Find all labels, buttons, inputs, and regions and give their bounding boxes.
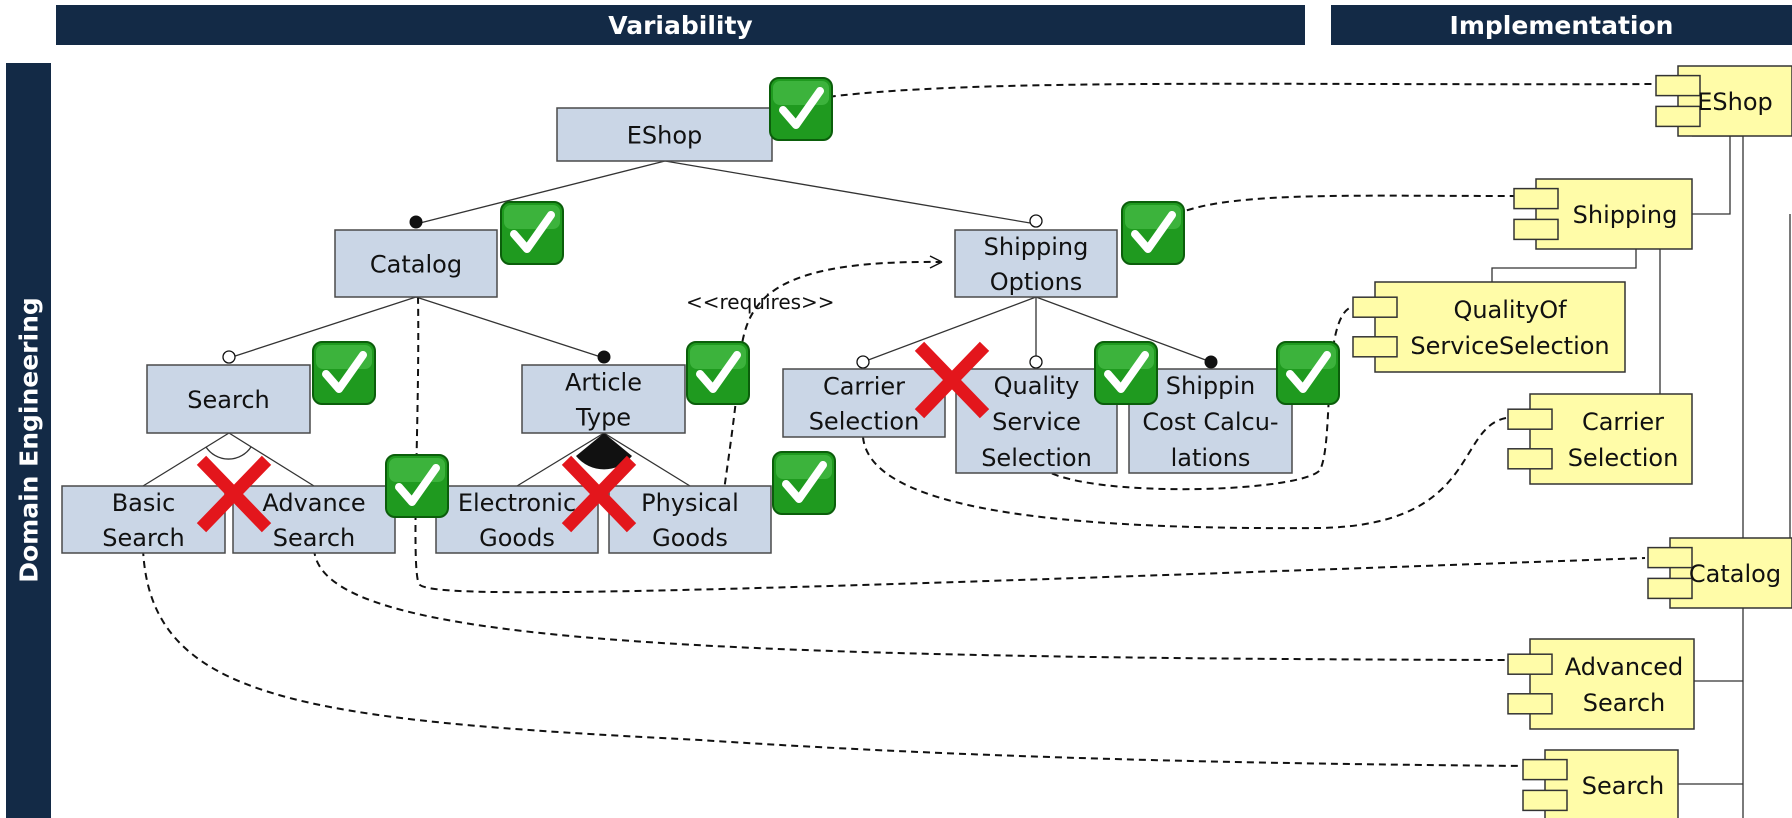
selected-check-icon <box>312 341 376 405</box>
feature-label: Catalog <box>370 251 462 279</box>
feature-label: Article <box>565 369 642 397</box>
feature-label: EShop <box>627 122 703 150</box>
feature-label: Shippin <box>1166 372 1255 400</box>
component-tab-icon <box>1513 218 1559 241</box>
feature-box <box>954 229 1118 298</box>
deselected-cross-icon <box>196 455 272 533</box>
feature-label: Options <box>990 268 1083 296</box>
feature-label: Electronic <box>458 489 576 517</box>
feature-box <box>608 485 772 554</box>
component-label: Selection <box>1568 444 1679 472</box>
feature-label: Selection <box>809 408 920 436</box>
selected-check-icon <box>1276 341 1340 405</box>
component-label: Advanced <box>1565 653 1684 681</box>
feature-box <box>334 229 498 298</box>
feature-box <box>556 107 773 162</box>
component-shipping: Shipping <box>1513 178 1693 250</box>
component-tab-icon <box>1647 546 1693 569</box>
feature-label: Advance <box>262 489 365 517</box>
feature-box <box>521 364 686 434</box>
component-box <box>1535 178 1693 250</box>
component-label: Catalog <box>1689 560 1781 588</box>
status-badges <box>196 77 1340 533</box>
feature-label: Search <box>187 386 269 414</box>
feature-eshop: EShop <box>556 107 773 162</box>
feature-label: Type <box>575 404 631 432</box>
component-tab-icon <box>1352 296 1398 318</box>
selected-check-icon <box>686 341 750 405</box>
feature-label: Carrier <box>823 373 905 401</box>
component-box <box>1529 393 1693 485</box>
selected-check-icon <box>769 77 833 141</box>
feature-label: Service <box>992 408 1081 436</box>
requires-label: <<requires>> <box>686 290 835 314</box>
component-tab-icon <box>1513 187 1559 210</box>
feature-label: Search <box>102 524 184 552</box>
component-label: QualityOf <box>1453 296 1567 324</box>
component-tab-icon <box>1647 577 1693 600</box>
feature-label: Selection <box>981 444 1092 472</box>
selected-check-icon <box>500 201 564 265</box>
selected-check-icon <box>1121 201 1185 265</box>
component-label: Shipping <box>1573 201 1678 229</box>
component-boxes: EShopShippingQualityOfServiceSelectionCa… <box>1352 65 1792 818</box>
feature-box <box>955 368 1118 474</box>
component-label: Carrier <box>1582 408 1664 436</box>
feature-label: Goods <box>479 524 555 552</box>
feature-box <box>782 368 946 438</box>
component-tab-icon <box>1507 448 1553 470</box>
deselected-cross-icon <box>914 341 990 419</box>
variability-header: Variability <box>56 5 1305 45</box>
component-label: ServiceSelection <box>1410 332 1609 360</box>
selected-check-icon <box>385 454 449 518</box>
component-eshop: EShop <box>1655 65 1792 137</box>
domain-engineering-sidebar <box>6 63 51 818</box>
feature-label: Basic <box>112 489 176 517</box>
feature-label: Shipping <box>984 233 1089 261</box>
feature-label: Cost Calcu- <box>1142 408 1278 436</box>
component-label: EShop <box>1697 88 1773 116</box>
component-label: Search <box>1583 689 1665 717</box>
component-label: Search <box>1582 772 1664 800</box>
feature-box <box>61 485 226 554</box>
feature-catalog: Catalog <box>334 229 498 298</box>
feature-label: Goods <box>652 524 728 552</box>
implementation-header: Implementation <box>1331 5 1792 45</box>
component-tab-icon <box>1507 653 1553 675</box>
component-tab-icon <box>1352 336 1398 358</box>
feature-label: Quality <box>994 372 1080 400</box>
selected-check-icon <box>772 451 836 515</box>
deselected-cross-icon <box>561 455 637 533</box>
feature-tree-connectors <box>142 160 1218 487</box>
component-box <box>1529 638 1695 730</box>
component-search: Search <box>1522 749 1679 818</box>
component-tab-icon <box>1655 74 1701 97</box>
feature-search: Search <box>146 364 311 434</box>
component-box <box>1374 281 1626 373</box>
component-tab-icon <box>1522 758 1568 781</box>
component-catalog: Catalog <box>1647 537 1792 609</box>
component-tab-icon <box>1507 693 1553 715</box>
feature-label: Search <box>273 524 355 552</box>
feature-box <box>146 364 311 434</box>
feature-label: lations <box>1171 444 1251 472</box>
feature-label: Physical <box>641 489 739 517</box>
selected-check-icon <box>1094 341 1158 405</box>
component-tab-icon <box>1522 789 1568 812</box>
component-tab-icon <box>1655 105 1701 128</box>
component-tab-icon <box>1507 408 1553 430</box>
